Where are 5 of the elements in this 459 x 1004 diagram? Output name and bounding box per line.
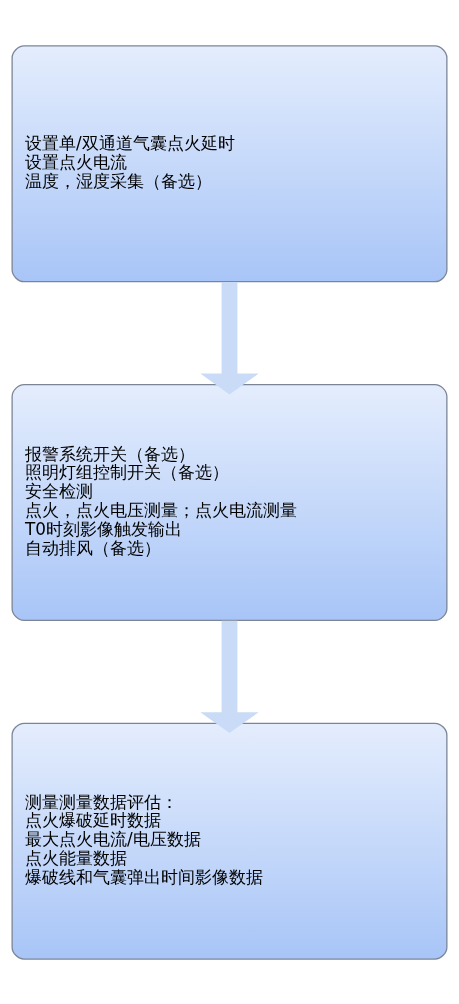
node-box: 报警系统开关（备选） 照明灯组控制开关（备选） 安全检测 点火，点火电压测量；点火电流测量 T0时刻影像触发输出 自动排风（备选）	[11, 383, 448, 621]
node-box: 设置单/双通道气囊点火延时 设置点火电流 温度，湿度采集（备选）	[11, 44, 448, 282]
arrow	[200, 281, 259, 394]
node-box: 测量测量数据评估： 点火爆破延时数据 最大点火电流/电压数据 点火能量数据 爆破线和气囊弹出时间影像数据	[11, 722, 448, 960]
arrow	[200, 620, 259, 733]
